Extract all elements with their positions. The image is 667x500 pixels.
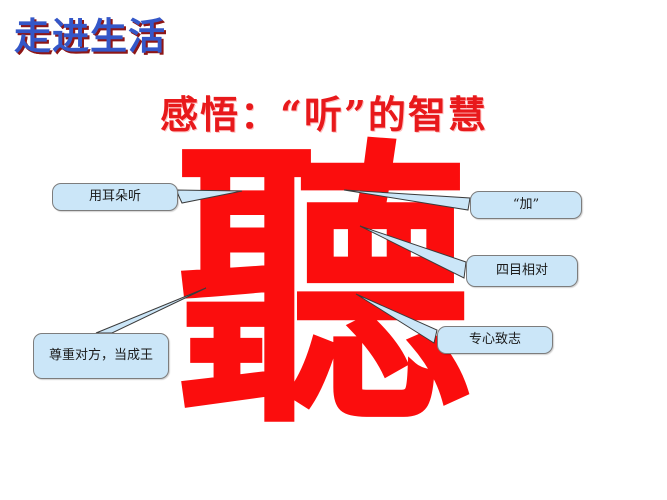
page-title: 走进生活 — [14, 15, 166, 58]
center-character-ting: 聽 — [173, 115, 473, 464]
callout-label: 专心致志 — [468, 331, 521, 347]
callout-label: 用耳朵听 — [88, 188, 141, 204]
callout-wholehearted-focus[interactable]: 专心致志 — [437, 326, 553, 354]
callout-label: 尊重对方，当成王 — [48, 347, 153, 363]
main-heading: 感悟：“听”的智慧 — [160, 92, 488, 137]
callout-four-eyes-facing[interactable]: 四目相对 — [466, 255, 578, 287]
callout-jia[interactable]: “加” — [470, 191, 582, 219]
callout-label: “加” — [512, 196, 540, 212]
callout-use-ears-to-listen[interactable]: 用耳朵听 — [52, 183, 178, 211]
callout-label: 四目相对 — [495, 262, 548, 278]
callout-respect-other-party[interactable]: 尊重对方，当成王 — [33, 333, 169, 379]
